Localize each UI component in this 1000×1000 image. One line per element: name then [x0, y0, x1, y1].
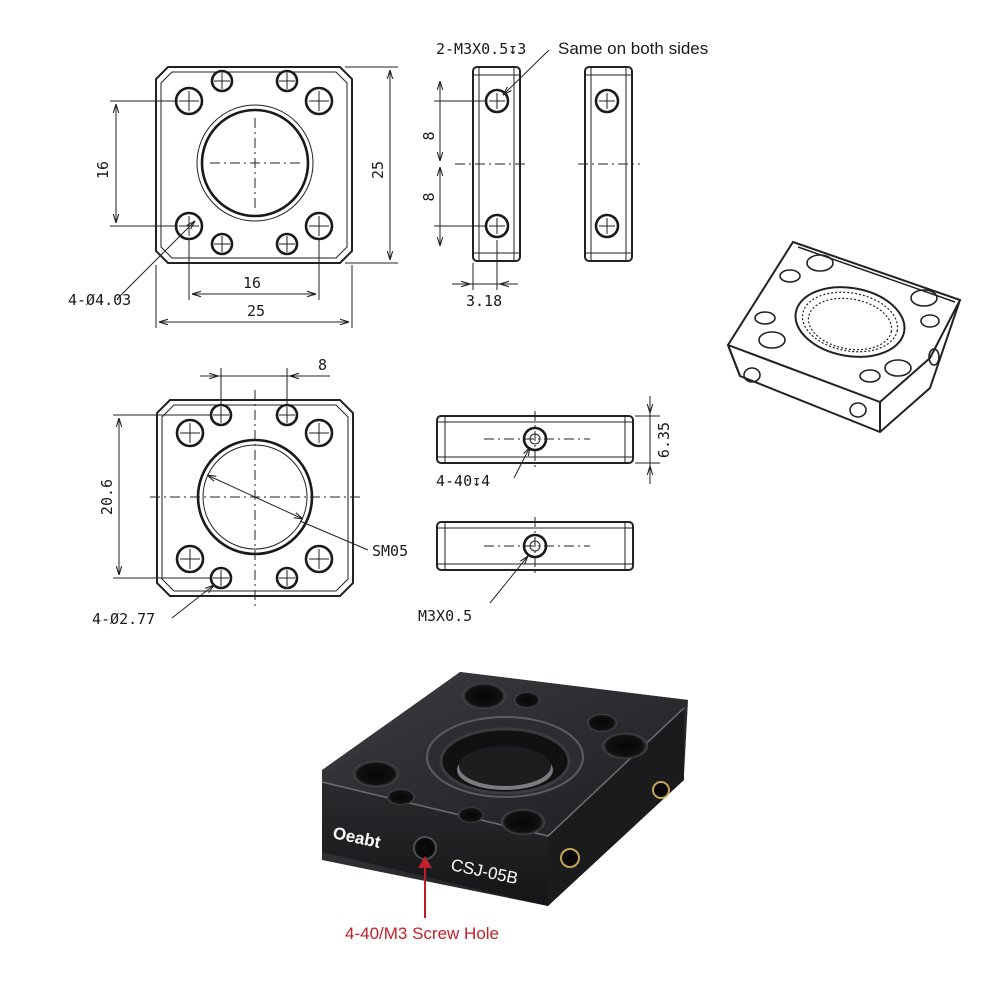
dim-8-lower: 8: [420, 192, 438, 201]
dim-height-16: 16: [94, 161, 112, 179]
side-views: 8 8 3.18 2-M3X0.5↧3 Same on both sides: [420, 39, 708, 310]
dim-thickness: 3.18: [466, 292, 502, 310]
dim-8-top: 8: [318, 356, 327, 374]
isometric-sketch: [726, 240, 962, 434]
bore-inner: [200, 108, 310, 218]
thread-callout: 2-M3X0.5↧3: [436, 40, 526, 58]
dim-width-25: 25: [247, 302, 265, 320]
plate-outline: [155, 66, 353, 264]
dim-height-25: 25: [369, 161, 387, 179]
sm05-label: SM05: [372, 542, 408, 560]
top-front-view: 16 25 16 25 4-Ø4.03: [68, 66, 398, 328]
bottom-front-view: 8 20.6 SM05 4-Ø2.77: [92, 356, 408, 628]
dim-6-35: 6.35: [655, 422, 673, 458]
hole-callout-4-03: 4-Ø4.03: [68, 291, 131, 309]
dim-20-6: 20.6: [98, 479, 116, 515]
same-both-sides-note: Same on both sides: [558, 39, 708, 58]
bore-outer: [196, 104, 314, 222]
callout-m3: M3X0.5: [418, 607, 472, 625]
product-photo: Oeabt CSJ-05B 4-40/M3 Screw Hole: [321, 672, 688, 943]
dim-8-upper: 8: [420, 131, 438, 140]
edge-views: 6.35 4-40↧4 M3X0.5: [418, 396, 673, 625]
hole-callout-2-77: 4-Ø2.77: [92, 610, 155, 628]
plate-chamfer: [160, 71, 348, 259]
callout-4-40: 4-40↧4: [436, 472, 490, 490]
screw-hole-label: 4-40/M3 Screw Hole: [345, 924, 499, 943]
bottom-front-holes: [175, 403, 334, 590]
dim-width-16: 16: [243, 274, 261, 292]
